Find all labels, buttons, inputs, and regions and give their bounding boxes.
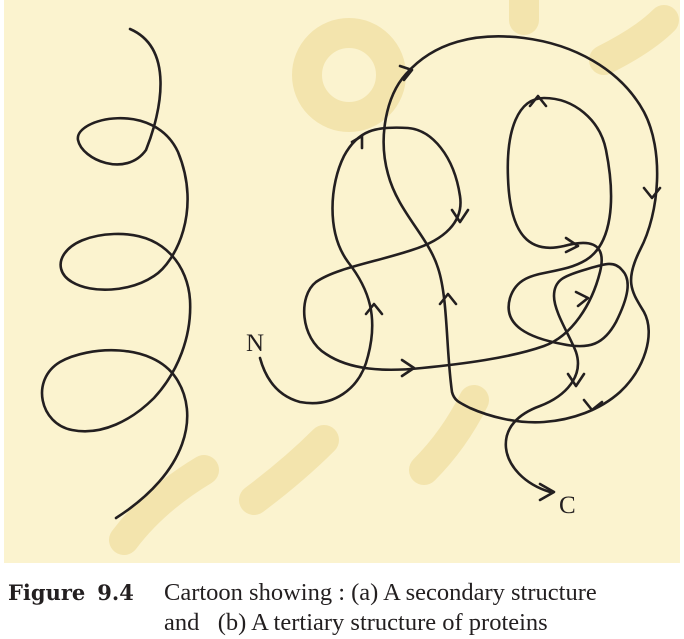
c-terminus-label: C — [559, 492, 576, 519]
arrowhead-5 — [642, 186, 662, 200]
arrowhead-3 — [450, 208, 470, 224]
arrowhead-6 — [564, 236, 580, 254]
figure-drawing — [40, 0, 679, 555]
figure-panel: N C — [4, 0, 680, 563]
direction-arrows — [350, 64, 662, 502]
arrowhead-12 — [582, 398, 604, 412]
caption-line-1: Figure 9.4 Cartoon showing : (a) A second… — [8, 578, 680, 608]
arrowhead-7 — [364, 302, 384, 316]
arrowhead-c-terminus — [538, 482, 556, 502]
figure-caption: Figure 9.4 Cartoon showing : (a) A second… — [8, 578, 680, 638]
caption-label-number: 9.4 — [97, 580, 134, 605]
alpha-helix-curve — [40, 27, 192, 520]
arrowhead-4 — [528, 94, 548, 108]
caption-indent — [8, 608, 164, 638]
caption-line-2: and (b) A tertiary structure of proteins — [8, 608, 680, 638]
arrowhead-10 — [574, 290, 590, 308]
n-terminus-label: N — [246, 330, 265, 357]
arrowhead-11 — [566, 372, 586, 388]
caption-label: Figure 9.4 — [8, 578, 164, 608]
arrowhead-8 — [438, 292, 458, 306]
watermark — [109, 0, 679, 555]
arrowhead-2 — [350, 134, 364, 150]
arrowhead-1 — [398, 64, 414, 82]
outer-loop-curve — [382, 35, 659, 424]
caption-text-line-2: and (b) A tertiary structure of proteins — [164, 609, 548, 636]
arrowhead-9 — [400, 358, 416, 378]
caption-text-line-1: Cartoon showing : (a) A secondary struct… — [164, 579, 597, 606]
caption-label-word: Figure — [8, 580, 86, 605]
